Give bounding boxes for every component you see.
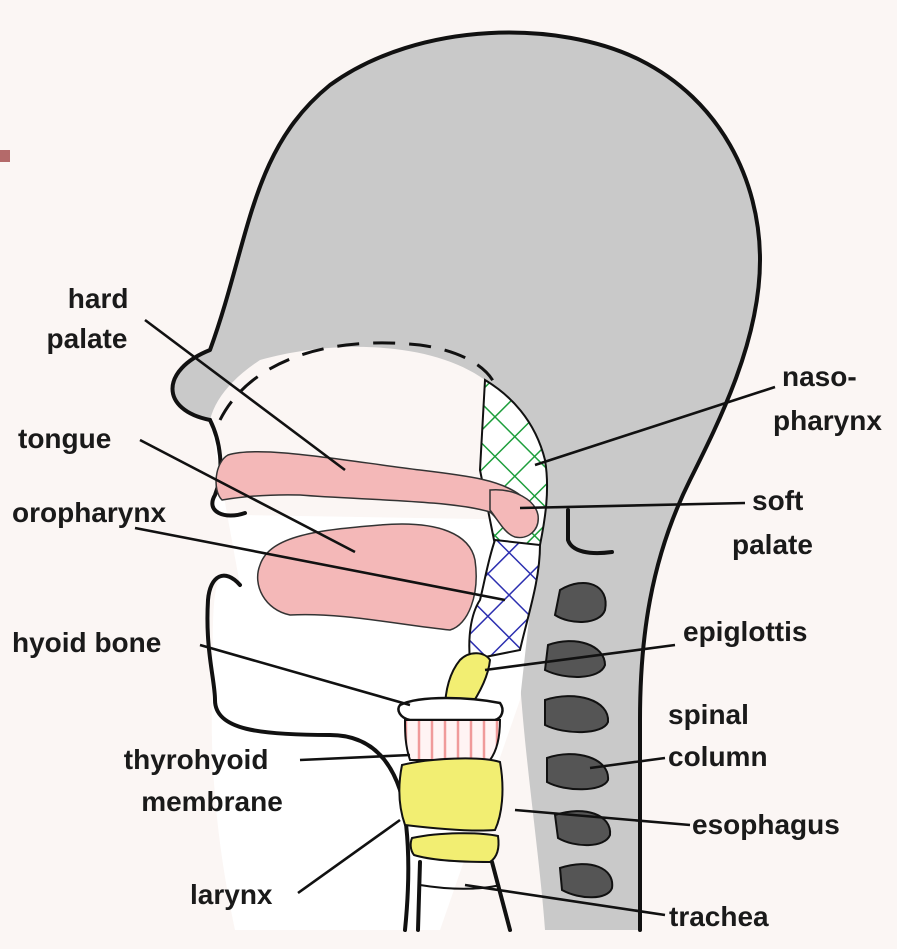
hyoid-bone-shape xyxy=(398,698,502,720)
label-hyoid-bone: hyoid bone xyxy=(12,627,161,658)
thyrohyoid-membrane-shape xyxy=(405,720,500,760)
label-larynx: larynx xyxy=(190,879,273,910)
label-trachea: trachea xyxy=(669,901,769,932)
label-esophagus: esophagus xyxy=(692,809,840,840)
label-oropharynx: oropharynx xyxy=(12,497,166,528)
tongue-shape xyxy=(258,524,476,630)
label-epiglottis: epiglottis xyxy=(683,616,807,647)
thyroid-cartilage-shape xyxy=(399,758,502,830)
label-tongue: tongue xyxy=(18,423,111,454)
cricoid-cartilage-shape xyxy=(411,833,499,862)
